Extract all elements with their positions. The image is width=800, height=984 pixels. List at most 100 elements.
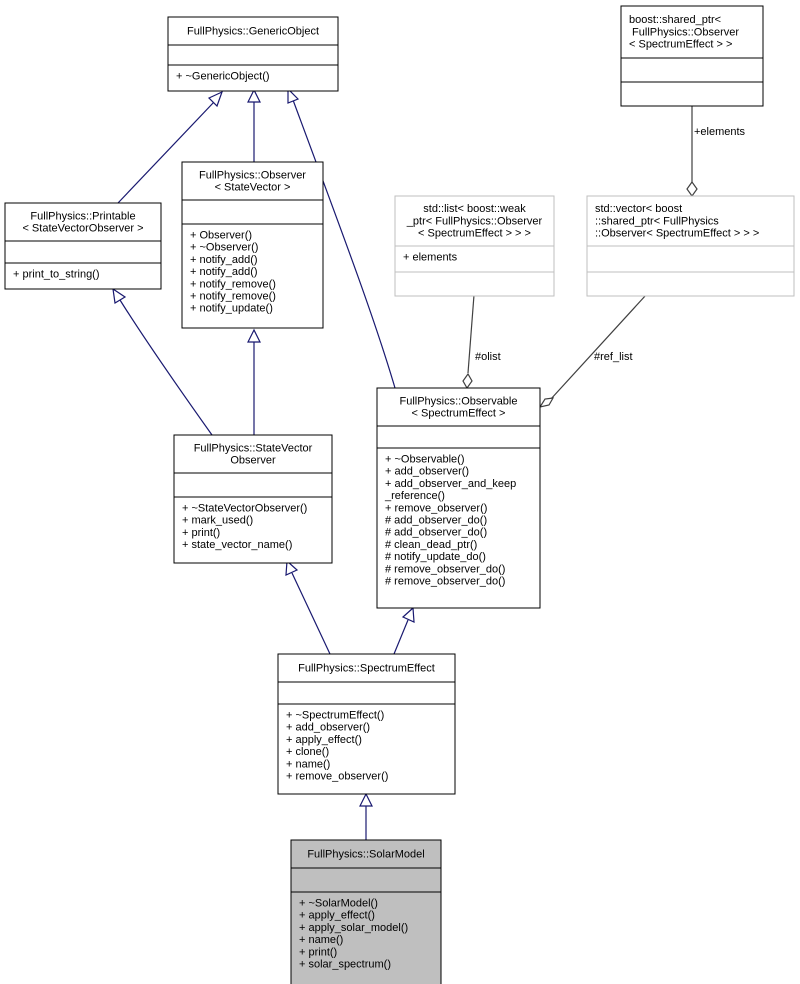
- class-attributes-compartment: [620, 57, 764, 83]
- class-method: + Observer(): [190, 230, 252, 242]
- class-box-observable-spectrum-effect[interactable]: FullPhysics::Observable< SpectrumEffect …: [376, 387, 541, 609]
- class-name-line: < SpectrumEffect >: [412, 408, 506, 420]
- class-method: + ~SolarModel(): [299, 898, 378, 910]
- class-method: + apply_effect(): [299, 910, 375, 922]
- class-methods-compartment: [181, 223, 324, 329]
- class-box-spectrum-effect[interactable]: FullPhysics::SpectrumEffect+ ~SpectrumEf…: [277, 653, 456, 795]
- edge-label-elements: +elements: [694, 126, 746, 138]
- class-attributes-compartment: [277, 681, 456, 705]
- class-attributes-compartment: [394, 245, 555, 273]
- class-box-printable[interactable]: FullPhysics::Printable< StateVectorObser…: [4, 202, 162, 290]
- class-method: # add_observer_do(): [385, 527, 487, 539]
- class-name-compartment: [173, 434, 333, 474]
- class-name-line: boost::shared_ptr<: [629, 14, 721, 26]
- inheritance-arrowhead: [287, 87, 300, 104]
- class-name-line: FullPhysics::Observer: [199, 169, 306, 181]
- class-method: + state_vector_name(): [182, 539, 292, 551]
- class-box-solar-model[interactable]: FullPhysics::SolarModel+ ~SolarModel()+ …: [290, 839, 442, 984]
- class-method: + ~GenericObject(): [176, 71, 270, 83]
- class-method: + ~Observer(): [190, 242, 258, 254]
- class-method: + remove_observer(): [385, 502, 487, 514]
- class-name-compartment: [4, 202, 162, 242]
- class-method: + print(): [182, 527, 220, 539]
- class-name-line: _ptr< FullPhysics::Observer: [406, 215, 543, 227]
- class-name-line: std::vector< boost: [595, 203, 682, 215]
- class-attributes-compartment: [181, 199, 324, 225]
- class-attributes-compartment: [290, 867, 442, 893]
- inheritance-arrowhead: [401, 606, 415, 623]
- class-box-state-vector-observer[interactable]: FullPhysics::StateVectorObserver+ ~State…: [173, 434, 333, 564]
- edge-label-ref-list: #ref_list: [594, 351, 633, 363]
- class-method: + apply_effect(): [286, 734, 362, 746]
- class-name-compartment: [394, 195, 555, 247]
- edge-label-olist: #olist: [475, 351, 501, 363]
- class-method: + notify_remove(): [190, 291, 276, 303]
- class-name-line: FullPhysics::Observable: [400, 395, 518, 407]
- edge-observable-composes-list: [467, 294, 475, 374]
- class-method: + clone(): [286, 746, 329, 758]
- class-methods-compartment: [586, 271, 795, 297]
- inheritance-arrowhead: [207, 90, 224, 108]
- class-name-line: < StateVector >: [215, 182, 291, 194]
- class-methods-compartment: [290, 891, 442, 984]
- class-box-std-list-weak-ptr[interactable]: std::list< boost::weak_ptr< FullPhysics:…: [394, 195, 555, 297]
- edge-spectrum-effect-inherits-state-vector-observer: [291, 572, 331, 655]
- class-name-compartment: [181, 161, 324, 201]
- class-methods-compartment: [620, 81, 764, 107]
- class-attributes-compartment: [4, 240, 162, 264]
- class-box-shared-ptr-observer[interactable]: boost::shared_ptr< FullPhysics::Observer…: [620, 5, 764, 107]
- inheritance-arrowhead: [285, 559, 299, 576]
- class-method: # add_observer_do(): [385, 515, 487, 527]
- class-method: + notify_remove(): [190, 278, 276, 290]
- class-name-line: FullPhysics::StateVector: [194, 442, 313, 454]
- class-method: _reference(): [384, 490, 445, 502]
- class-method: + mark_used(): [182, 515, 253, 527]
- class-method: + name(): [286, 758, 330, 770]
- class-box-generic-object[interactable]: FullPhysics::GenericObject+ ~GenericObje…: [167, 16, 339, 92]
- edge-state-vector-observer-inherits-printable: [119, 299, 213, 436]
- class-name-compartment: [586, 195, 795, 247]
- edges: [112, 87, 698, 840]
- class-boxes: FullPhysics::GenericObject+ ~GenericObje…: [4, 5, 795, 984]
- class-methods-compartment: [376, 447, 541, 609]
- class-name-line: Observer: [230, 455, 276, 467]
- class-attributes-compartment: [376, 425, 541, 449]
- class-name-line: std::list< boost::weak: [423, 203, 526, 215]
- class-method: + add_observer(): [385, 466, 469, 478]
- class-method: + add_observer(): [286, 722, 370, 734]
- class-name-line: ::shared_ptr< FullPhysics: [595, 215, 719, 227]
- class-name-line: < StateVectorObserver >: [22, 223, 143, 235]
- class-attributes-compartment: [586, 245, 795, 273]
- inheritance-arrowhead: [247, 328, 261, 343]
- class-box-observer-state-vector[interactable]: FullPhysics::Observer< StateVector >+ Ob…: [181, 161, 324, 329]
- class-method: + ~StateVectorObserver(): [182, 503, 307, 515]
- class-method: + apply_solar_model(): [299, 922, 408, 934]
- class-method: + solar_spectrum(): [299, 959, 391, 971]
- edge-spectrum-effect-inherits-observable: [393, 619, 409, 655]
- class-method: # notify_update_do(): [385, 551, 486, 563]
- class-attributes-compartment: [173, 472, 333, 498]
- class-method: + add_observer_and_keep: [385, 478, 516, 490]
- class-name-compartment: [376, 387, 541, 427]
- class-name-line: FullPhysics::Observer: [629, 26, 739, 38]
- edge-observable-composes-vector: [549, 294, 647, 401]
- class-attribute: + elements: [403, 252, 458, 264]
- edge-printable-inherits-generic-object: [117, 101, 215, 204]
- composition-diamond: [538, 397, 555, 408]
- class-method: + name(): [299, 934, 343, 946]
- class-name-compartment: [290, 839, 442, 869]
- class-name-line: < SpectrumEffect > > >: [418, 228, 531, 240]
- class-name-compartment: [277, 653, 456, 683]
- inheritance-arrowhead: [112, 287, 127, 304]
- class-name-line: FullPhysics::SpectrumEffect: [298, 662, 435, 674]
- class-name-line: ::Observer< SpectrumEffect > > >: [595, 228, 759, 240]
- class-methods-compartment: [173, 496, 333, 564]
- class-box-std-vector-shared-ptr[interactable]: std::vector< boost::shared_ptr< FullPhys…: [586, 195, 795, 297]
- class-method: + notify_add(): [190, 254, 258, 266]
- class-name-line: FullPhysics::SolarModel: [307, 848, 424, 860]
- class-method: # remove_observer_do(): [385, 563, 505, 575]
- class-method: + remove_observer(): [286, 771, 388, 783]
- edge-observable-inherits-generic-object: [292, 99, 396, 389]
- class-method: + notify_add(): [190, 266, 258, 278]
